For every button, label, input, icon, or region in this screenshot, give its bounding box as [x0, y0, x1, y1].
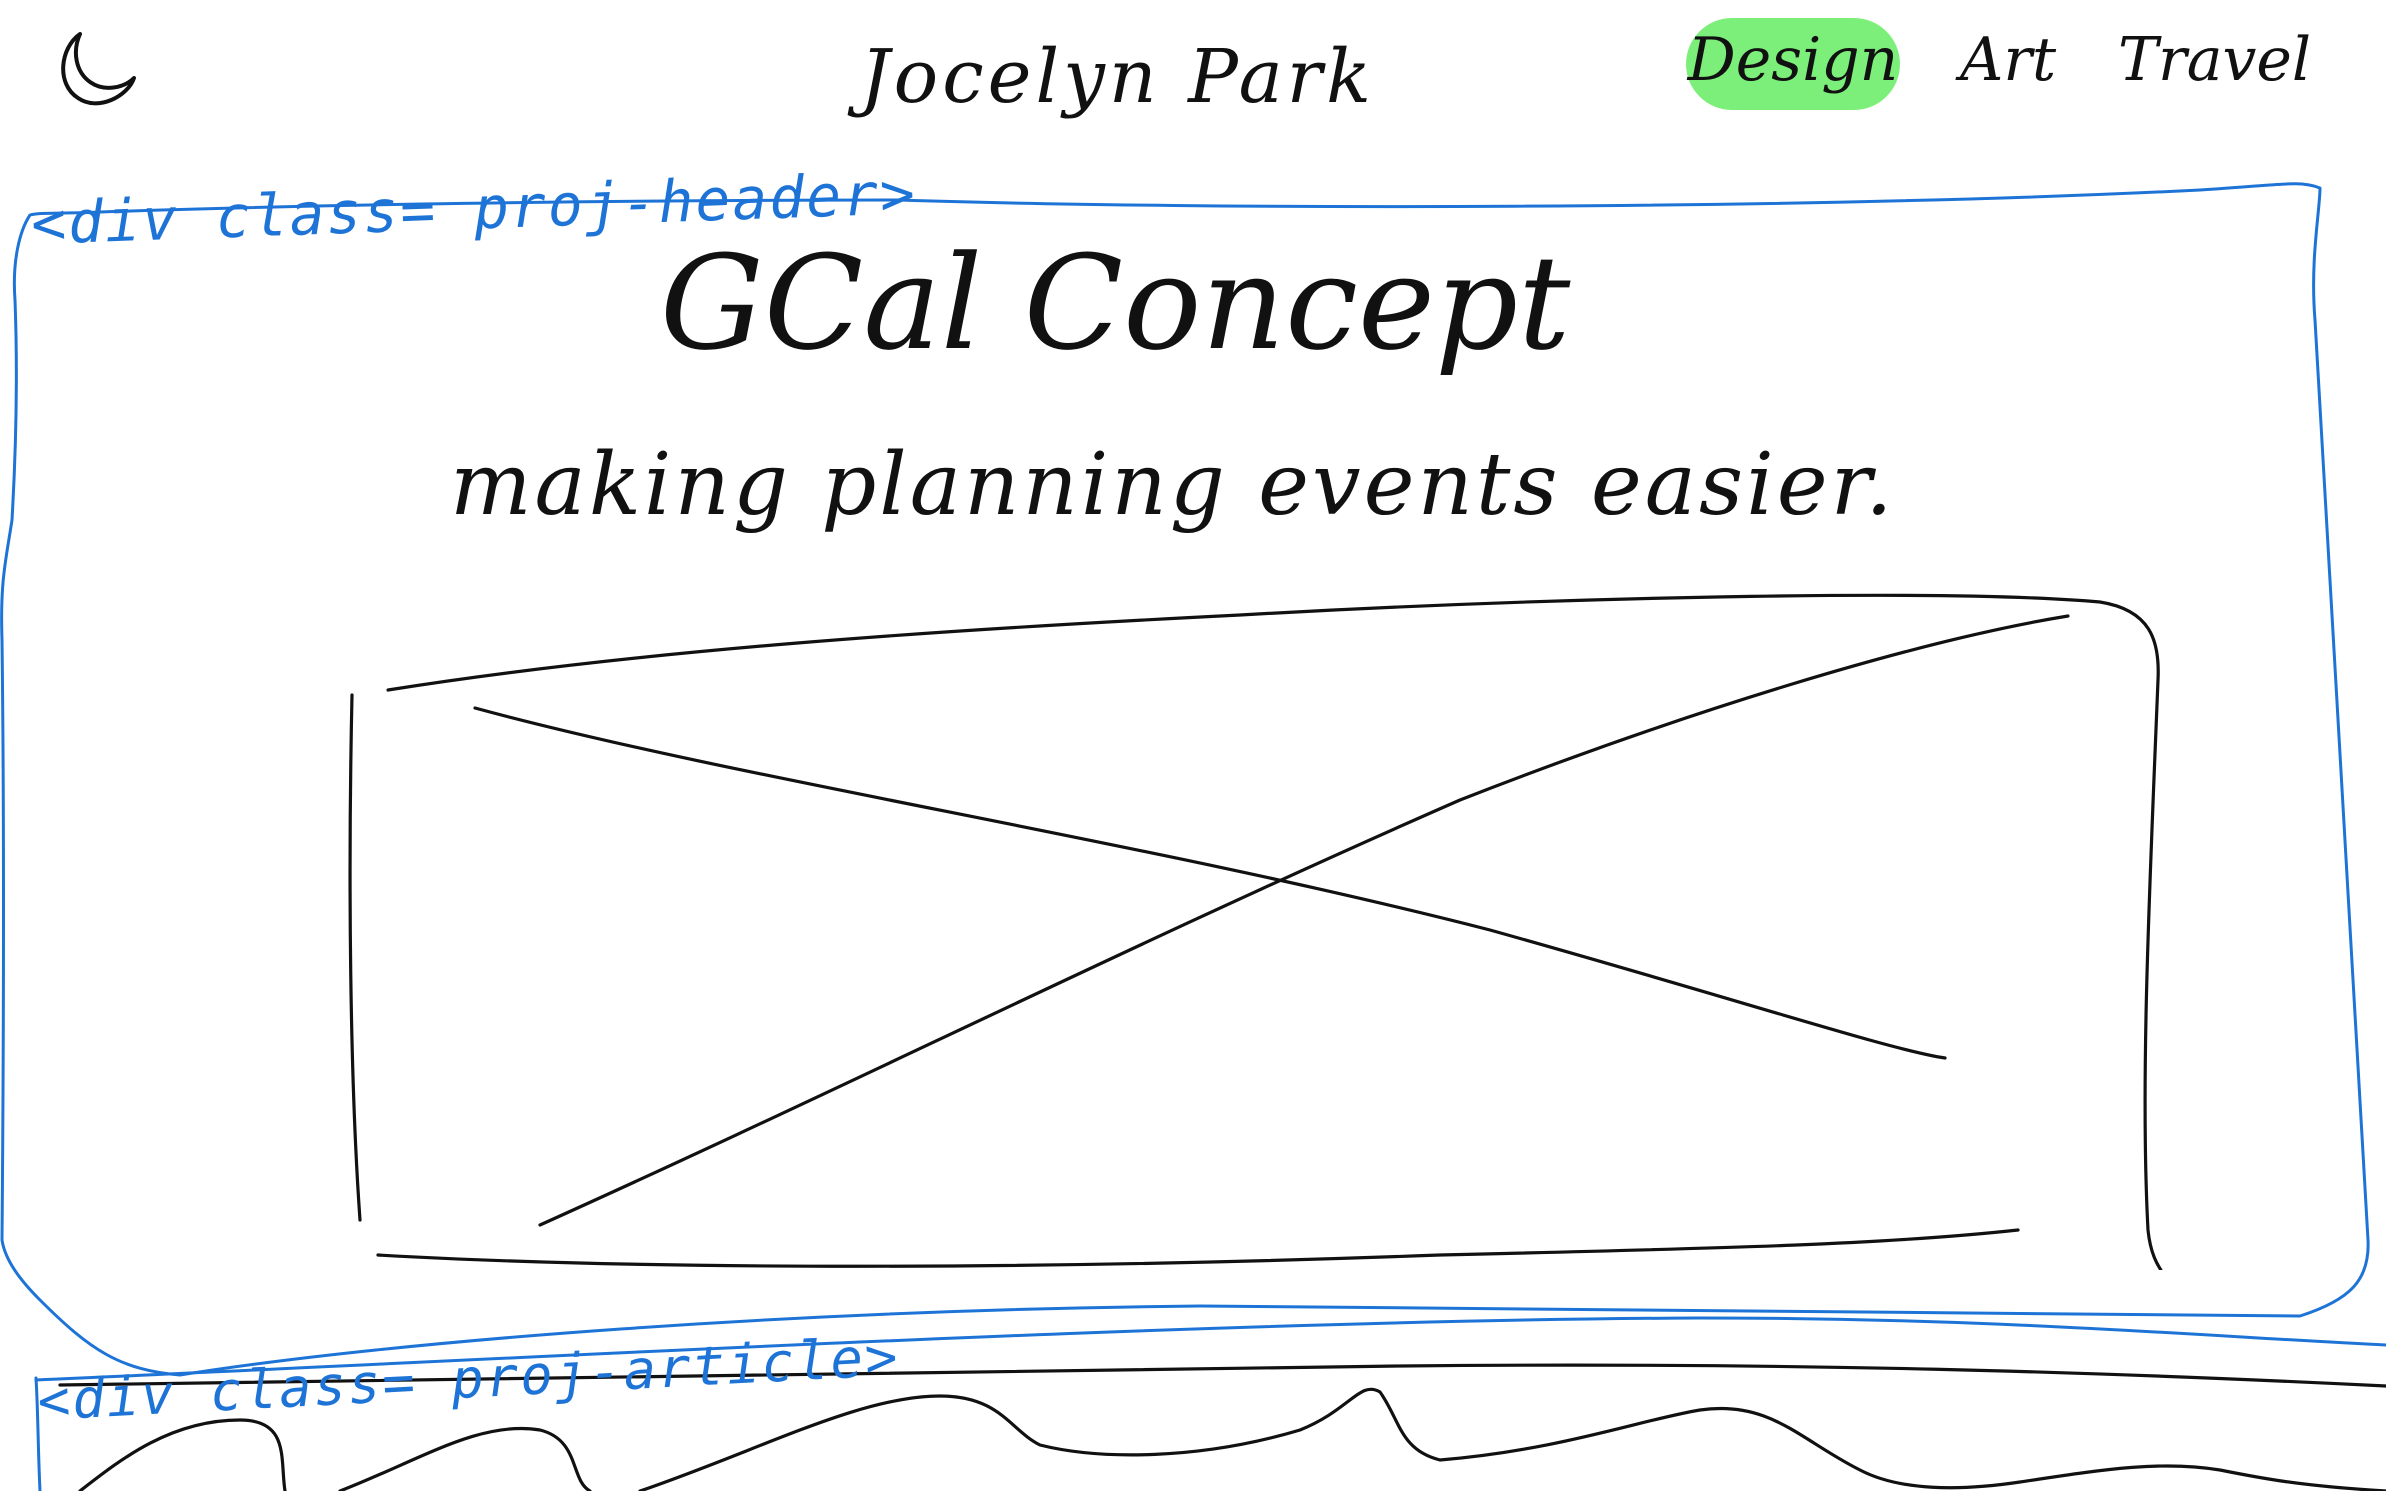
- nav-item-design[interactable]: Design: [1686, 10, 1900, 110]
- proj-article-top-line: [34, 1316, 2386, 1382]
- active-nav-highlight: [1686, 18, 1900, 110]
- nav-item-label: Design: [1687, 25, 1899, 95]
- project-title: GCal Concept: [660, 227, 1571, 379]
- site-name[interactable]: Jocelyn Park: [860, 34, 1375, 120]
- moon-icon-glyph: [61, 32, 136, 106]
- nav-item-art[interactable]: Art: [1960, 25, 2057, 95]
- nav-item-travel[interactable]: Travel: [2118, 25, 2312, 95]
- project-subtitle: making planning events easier.: [450, 435, 1896, 535]
- proj-article-left-edge: [34, 1376, 42, 1491]
- moon-icon[interactable]: [52, 26, 142, 116]
- article-wavy-edge: [78, 1387, 2386, 1491]
- image-placeholder-x-icon: [340, 580, 2170, 1280]
- proj-header-outline: [0, 182, 2370, 1377]
- section-divider: [58, 1363, 2386, 1388]
- image-placeholder-frame: [348, 593, 2166, 1280]
